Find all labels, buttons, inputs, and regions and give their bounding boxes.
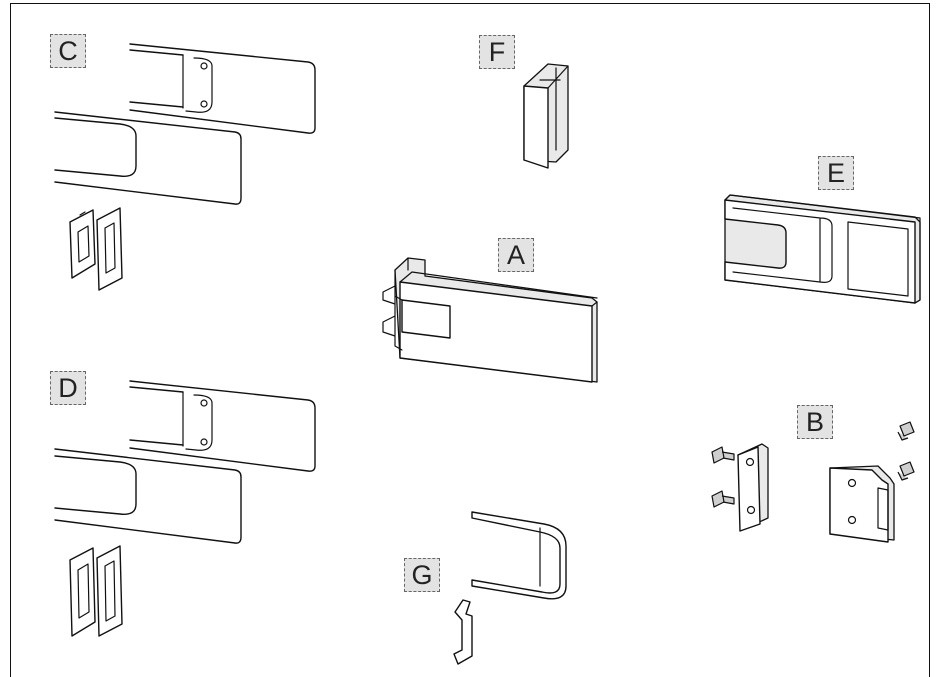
part-b xyxy=(711,421,915,543)
part-e xyxy=(724,194,921,304)
part-c xyxy=(54,43,316,291)
label-e: E xyxy=(818,156,854,190)
part-g xyxy=(453,511,567,665)
drawing-frame xyxy=(10,3,930,677)
label-c: C xyxy=(50,34,86,68)
label-a: A xyxy=(498,238,534,272)
part-d xyxy=(54,380,316,637)
label-b: B xyxy=(797,405,833,439)
part-f xyxy=(523,63,569,169)
label-g: G xyxy=(404,558,440,592)
label-d: D xyxy=(50,371,86,405)
label-f: F xyxy=(479,35,515,69)
part-a xyxy=(382,257,598,383)
